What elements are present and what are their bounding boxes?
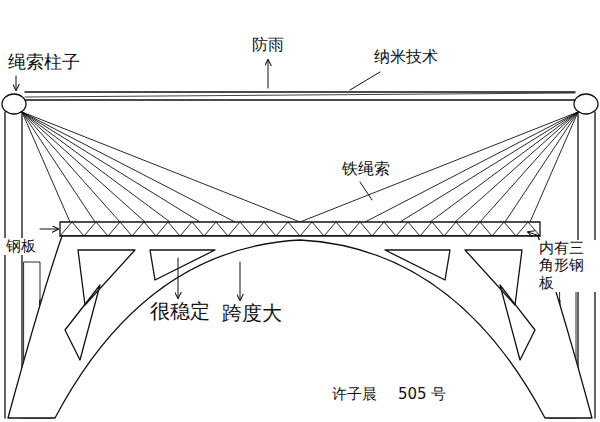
stay-cables	[22, 112, 578, 222]
signature-number: 505 号	[396, 386, 448, 403]
leader-lines	[16, 60, 540, 300]
tower-label: 绳索柱子	[6, 52, 82, 73]
tower-pillar	[2, 94, 598, 418]
stability-note: 很稳定	[148, 300, 212, 323]
plate-note: 内有三角形钢板	[537, 240, 597, 292]
deck-truss	[60, 222, 540, 236]
tech-label: 纳米技术	[372, 48, 440, 66]
plate-label: 钢板	[4, 238, 38, 255]
top-beam	[25, 92, 575, 100]
span-note: 跨度大	[220, 302, 284, 325]
arch	[8, 236, 592, 418]
cable-label: 铁绳索	[340, 160, 392, 178]
signature: 许子晨	[330, 386, 379, 403]
rain-label: 防雨	[250, 36, 286, 54]
